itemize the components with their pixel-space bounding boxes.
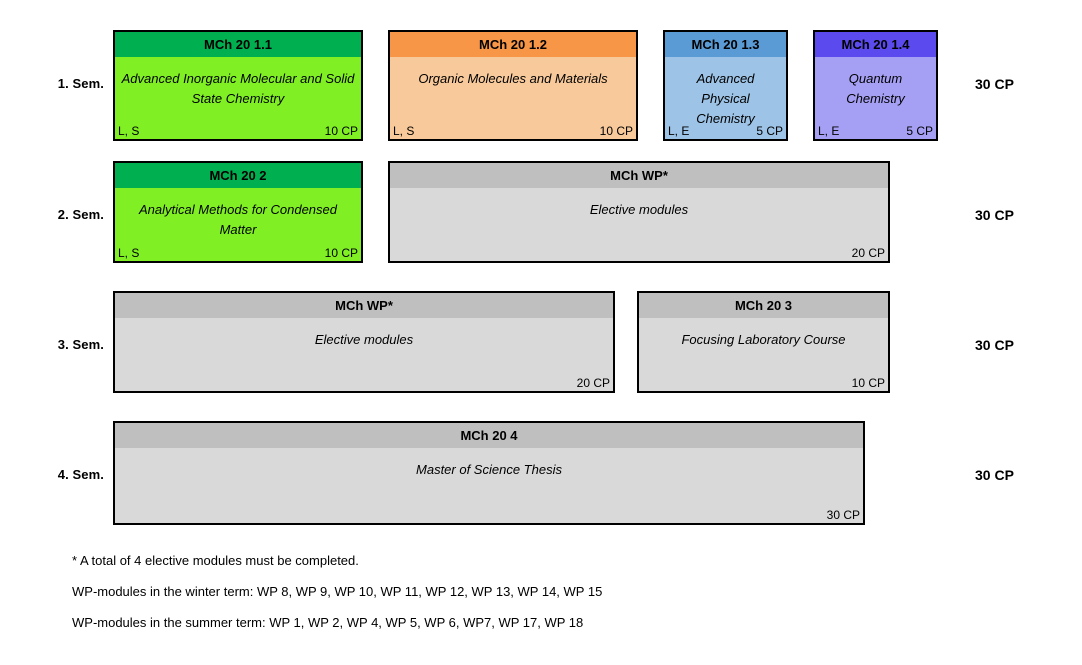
module-box-mch-20-1-2[interactable]: MCh 20 1.2 Organic Molecules and Materia…: [388, 30, 638, 141]
module-footer: L, E 5 CP: [815, 122, 936, 138]
module-body: Elective modules 20 CP: [115, 318, 613, 391]
module-body: Organic Molecules and Materials L, S 10 …: [390, 57, 636, 139]
module-footer: L, S 10 CP: [390, 122, 636, 138]
module-footer: L, S 10 CP: [115, 122, 361, 138]
module-body: Advanced Inorganic Molecular and Solid S…: [115, 57, 361, 139]
module-title: Organic Molecules and Materials: [418, 71, 608, 86]
module-teaching-format: L, S: [393, 124, 415, 138]
module-code: MCh 20 2: [115, 163, 361, 188]
module-body: Master of Science Thesis 30 CP: [115, 448, 863, 523]
module-body: Focusing Laboratory Course 10 CP: [639, 318, 888, 391]
module-footer: 10 CP: [639, 374, 888, 390]
module-code: MCh WP*: [390, 163, 888, 188]
module-box-mch-20-4[interactable]: MCh 20 4 Master of Science Thesis 30 CP: [113, 421, 865, 525]
semester-label-1: 1. Sem.: [57, 76, 104, 91]
semester-label-4: 4. Sem.: [57, 467, 104, 482]
module-body: Advanced Physical Chemistry L, E 5 CP: [665, 57, 786, 139]
row-total-cp-2: 30 CP: [975, 207, 1014, 223]
row-total-cp-1: 30 CP: [975, 76, 1014, 92]
module-teaching-format: L, S: [118, 124, 140, 138]
module-title: Analytical Methods for Condensed Matter: [138, 202, 337, 238]
module-title: Elective modules: [314, 332, 414, 347]
module-code: MCh 20 1.1: [115, 32, 361, 57]
module-footer: 30 CP: [115, 506, 863, 522]
module-code: MCh 20 1.3: [665, 32, 786, 57]
module-title: Focusing Laboratory Course: [681, 332, 846, 347]
module-box-mch-20-1-3[interactable]: MCh 20 1.3 Advanced Physical Chemistry L…: [663, 30, 788, 141]
module-box-mch-20-2[interactable]: MCh 20 2 Analytical Methods for Condense…: [113, 161, 363, 263]
module-title: Elective modules: [589, 202, 689, 217]
semester-label-3: 3. Sem.: [57, 337, 104, 352]
module-box-mch-20-3[interactable]: MCh 20 3 Focusing Laboratory Course 10 C…: [637, 291, 890, 393]
module-credit-points: 30 CP: [826, 508, 860, 522]
module-code: MCh 20 1.4: [815, 32, 936, 57]
module-footer: 20 CP: [390, 244, 888, 260]
module-credit-points: 10 CP: [324, 246, 358, 260]
module-footer: L, E 5 CP: [665, 122, 786, 138]
module-credit-points: 10 CP: [599, 124, 633, 138]
module-title: Quantum Chemistry: [846, 71, 905, 107]
module-credit-points: 10 CP: [324, 124, 358, 138]
module-code: MCh 20 4: [115, 423, 863, 448]
module-teaching-format: L, S: [118, 246, 140, 260]
footnotes: * A total of 4 elective modules must be …: [72, 553, 972, 646]
module-credit-points: 20 CP: [576, 376, 610, 390]
module-footer: L, S 10 CP: [115, 244, 361, 260]
module-credit-points: 5 CP: [906, 124, 933, 138]
module-title: Advanced Inorganic Molecular and Solid S…: [121, 71, 355, 107]
module-code: MCh 20 3: [639, 293, 888, 318]
row-total-cp-4: 30 CP: [975, 467, 1014, 483]
module-body: Elective modules 20 CP: [390, 188, 888, 261]
module-title: Advanced Physical Chemistry: [696, 71, 755, 127]
module-title: Master of Science Thesis: [416, 462, 562, 477]
module-code: MCh 20 1.2: [390, 32, 636, 57]
row-total-cp-3: 30 CP: [975, 337, 1014, 353]
module-credit-points: 20 CP: [851, 246, 885, 260]
module-credit-points: 5 CP: [756, 124, 783, 138]
module-teaching-format: L, E: [818, 124, 840, 138]
module-credit-points: 10 CP: [851, 376, 885, 390]
module-box-mch-20-1-1[interactable]: MCh 20 1.1 Advanced Inorganic Molecular …: [113, 30, 363, 141]
module-box-mch-20-1-4[interactable]: MCh 20 1.4 Quantum Chemistry L, E 5 CP: [813, 30, 938, 141]
footnote-summer-term-modules: WP-modules in the summer term: WP 1, WP …: [72, 615, 584, 630]
module-box-mch-wp-semester-2[interactable]: MCh WP* Elective modules 20 CP: [388, 161, 890, 263]
module-body: Analytical Methods for Condensed Matter …: [115, 188, 361, 261]
module-code: MCh WP*: [115, 293, 613, 318]
module-body: Quantum Chemistry L, E 5 CP: [815, 57, 936, 139]
module-teaching-format: L, E: [668, 124, 690, 138]
footnote-elective-requirement: * A total of 4 elective modules must be …: [72, 553, 359, 568]
module-box-mch-wp-semester-3[interactable]: MCh WP* Elective modules 20 CP: [113, 291, 615, 393]
footnote-winter-term-modules: WP-modules in the winter term: WP 8, WP …: [72, 584, 603, 599]
semester-label-2: 2. Sem.: [57, 207, 104, 222]
module-footer: 20 CP: [115, 374, 613, 390]
